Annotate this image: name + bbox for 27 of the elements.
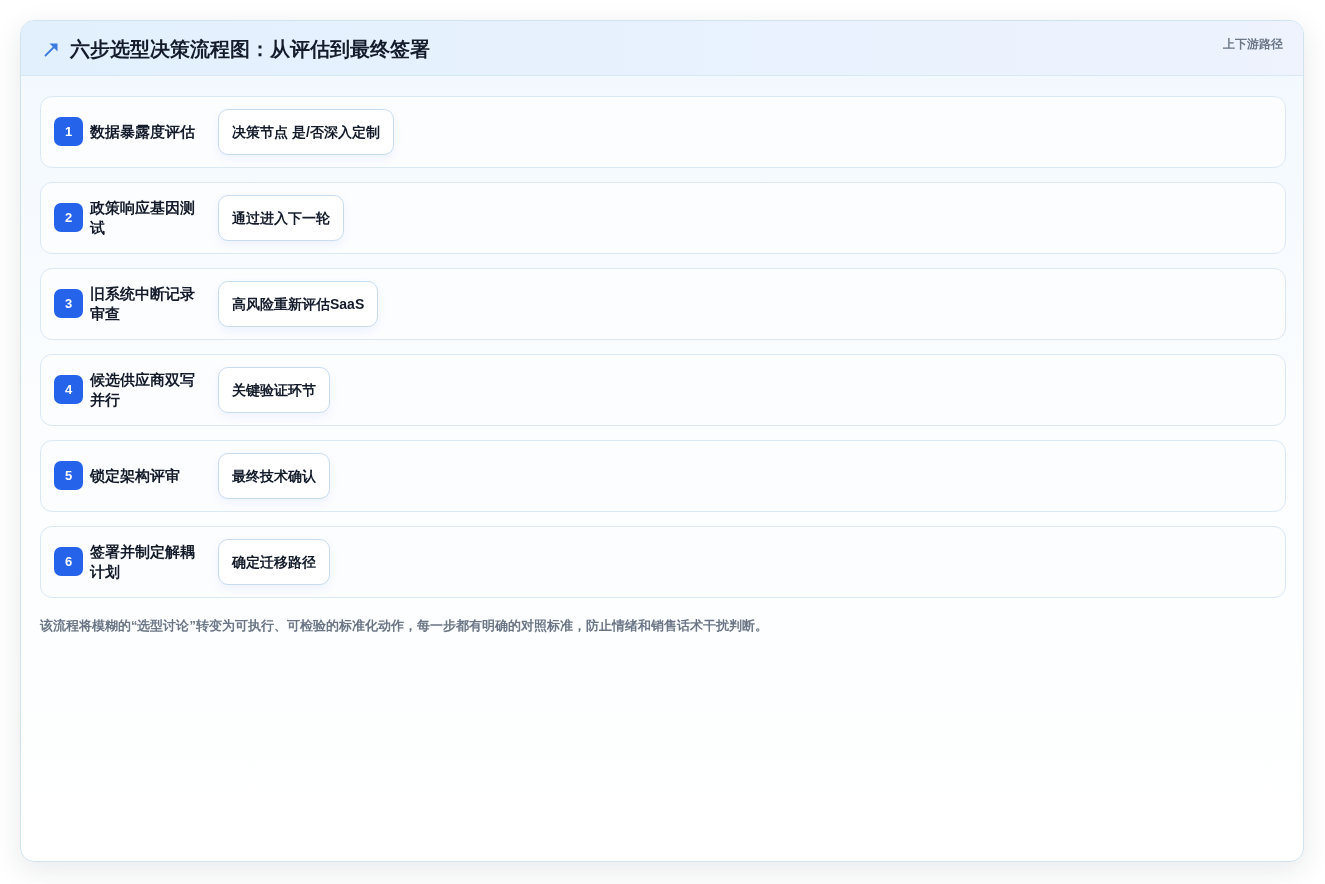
step-row — [40, 96, 1286, 168]
outcome-tag: 高风险重新评估SaaS — [218, 281, 379, 327]
step-number-badge: 6 — [54, 547, 83, 576]
step-label: 旧系统中断记录审查 — [90, 284, 196, 324]
step-label: 政策响应基因测试 — [90, 198, 196, 238]
step-row — [40, 526, 1286, 598]
step-row — [40, 354, 1286, 426]
diagram-title: 六步选型决策流程图：从评估到最终签署 — [70, 37, 430, 61]
step-number-badge: 1 — [54, 117, 83, 146]
step-number-badge: 3 — [54, 289, 83, 318]
outcome-tag: 最终技术确认 — [218, 453, 330, 499]
outcome-tag: 决策节点 是/否深入定制 — [218, 109, 394, 155]
caption-text: 该流程将模糊的“选型讨论”转变为可执行、可检验的标准化动作，每一步都有明确的对照标准，防止情绪和销售话术干扰判断。 — [40, 618, 768, 634]
step-label: 候选供应商双写并行 — [90, 370, 196, 410]
outcome-tag: 通过进入下一轮 — [218, 195, 344, 241]
step-number-badge: 5 — [54, 461, 83, 490]
step-number-badge: 4 — [54, 375, 83, 404]
path-label: 上下游路径 — [1223, 37, 1283, 52]
step-label: 签署并制定解耦计划 — [90, 542, 196, 582]
step-row — [40, 268, 1286, 340]
step-row — [40, 182, 1286, 254]
step-row — [40, 440, 1286, 512]
step-label: 数据暴露度评估 — [90, 122, 196, 142]
step-label: 锁定架构评审 — [90, 466, 181, 486]
outcome-tag: 确定迁移路径 — [218, 539, 330, 585]
outcome-tag: 关键验证环节 — [218, 367, 330, 413]
step-number-badge: 2 — [54, 203, 83, 232]
